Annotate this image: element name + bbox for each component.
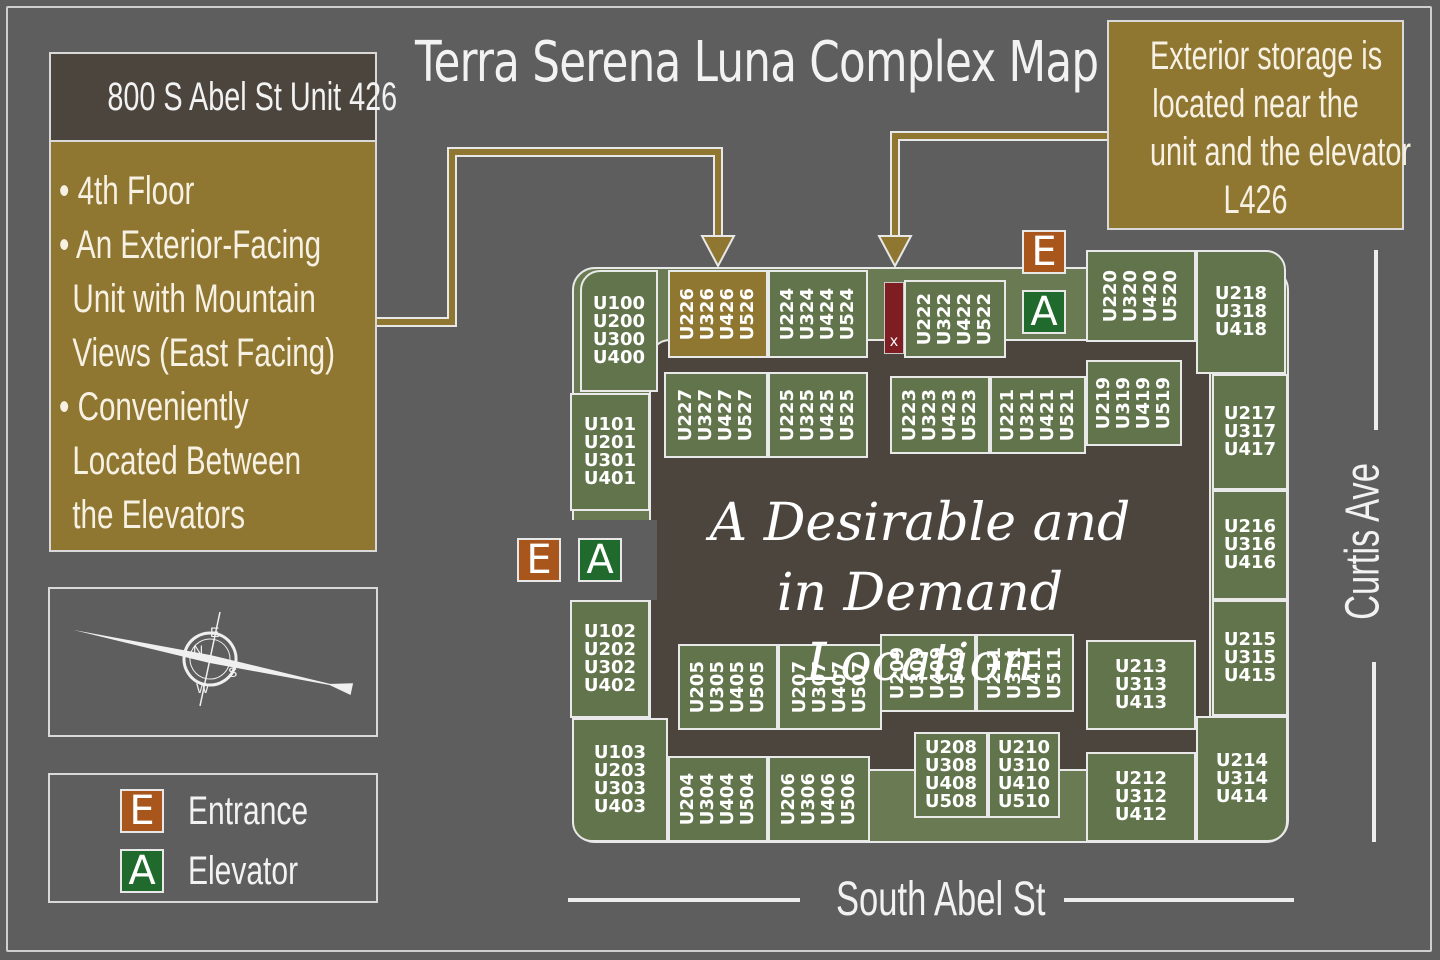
legend-elevator-label: Elevator [188, 849, 299, 893]
compass-w: W [196, 680, 210, 696]
detail-line: • 4th Floor [59, 169, 195, 213]
street-south-abel: South Abel St [836, 873, 1046, 926]
detail-line: the Elevators [72, 493, 246, 537]
compass-icon: N E S W [73, 611, 354, 707]
detail-line: Views (East Facing) [72, 331, 335, 375]
detail-line: • An Exterior-Facing [59, 223, 322, 267]
arrow-head-unit [700, 235, 736, 269]
elevator-icon-top: A [1022, 290, 1066, 334]
arrow-head-storage [877, 235, 913, 269]
entrance-icon-left: E [517, 538, 561, 582]
street-line [1372, 662, 1376, 842]
center-caption: A Desirable and in Demand Location [709, 493, 1131, 693]
detail-line: Unit with Mountain [72, 277, 316, 321]
detail-line: • Conveniently [59, 385, 249, 429]
entrance-icon-top: E [1022, 230, 1066, 274]
legend-entrance-label: Entrance [188, 789, 309, 833]
storage-note: Exterior storage is located near the uni… [1107, 20, 1411, 230]
compass-box: N E S W [48, 587, 378, 737]
street-line [1374, 250, 1378, 430]
detail-line: Located Between [72, 439, 302, 483]
elevator-icon-left: A [578, 538, 622, 582]
address-heading: 800 S Abel St Unit 426 [49, 52, 397, 142]
legend: E Entrance A Elevator [48, 773, 378, 903]
street-curtis-ave: Curtis Ave [1336, 463, 1390, 620]
compass-n: N [193, 642, 203, 658]
compass-e: E [210, 624, 219, 640]
street-line [568, 898, 800, 902]
storage-marker: x [884, 282, 904, 354]
map-frame [6, 6, 1432, 952]
address-details: • 4th Floor • An Exterior-Facing Unit wi… [49, 142, 377, 552]
legend-elevator-icon: A [120, 849, 164, 893]
compass-s: S [228, 664, 237, 680]
street-line [1064, 898, 1294, 902]
legend-entrance-icon: E [120, 789, 164, 833]
map-title: Terra Serena Luna Complex Map [415, 30, 1099, 95]
